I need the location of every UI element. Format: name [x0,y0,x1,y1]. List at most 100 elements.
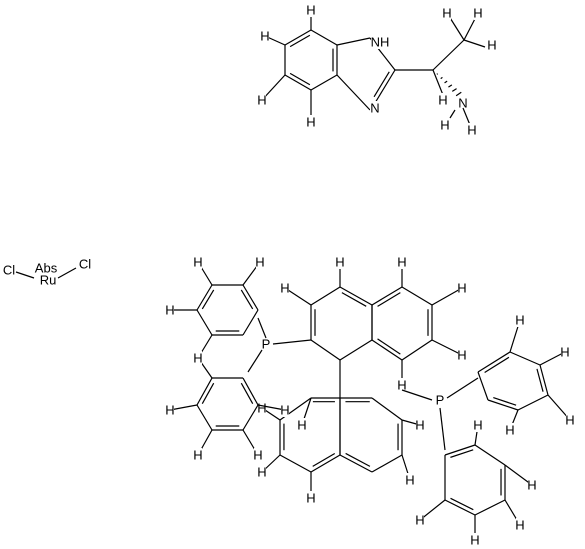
hydrogen-label: H [457,281,466,296]
hydrogen-label: H [505,423,514,438]
hydrogen-label-text: H [415,513,424,528]
hydrogen-bond [169,404,198,411]
hydrogen-label: H [515,518,524,533]
double-bond-line [289,72,311,86]
hydrogen-label-text: H [487,38,496,53]
ring-bond [517,394,549,411]
imidazole-n-label: N [370,101,380,116]
hydrogen-label: H [297,418,306,433]
ring-bond [401,339,433,361]
ring-bond [196,377,213,406]
hydrogen-label-text: H [193,255,202,270]
hydrogen-bond [504,464,533,486]
ring-bond [242,309,259,336]
double-bond-line [377,292,401,307]
hydrogen-label-text: H [457,281,466,296]
hydrogen-label: H [397,378,406,393]
double-bond-line [240,382,254,405]
hydrogen-label: H [335,255,344,270]
double-bond-line [341,292,367,307]
p-c-bond [257,317,267,339]
ring-bond [474,499,506,516]
hydrogen-label: H [193,448,202,463]
hydrogen-label: H [165,303,174,318]
p-c-bond [446,377,479,399]
phosphorus-label-right-text: P [436,393,445,408]
phosphorus-label-left-text: P [262,337,271,352]
ring-bond [339,454,373,473]
ring-bond [310,74,338,91]
hydrogen-bond [432,69,444,96]
chloride-label-left: Cl [2,263,16,278]
hydrogen-label: H [280,281,289,296]
ring-bond [336,74,371,111]
ring-bond [371,454,403,473]
stereo-hash [455,91,462,97]
ring-bond [196,284,213,311]
ring-bond [477,371,489,401]
double-bond-line [450,449,474,458]
ring-bond [336,37,371,46]
hydrogen-label-text: H [467,123,476,138]
phosphorus-label-left: P [261,337,271,352]
hydrogen-label-text: H [515,313,524,328]
ru-cl-bond [57,267,77,279]
ring-bond [339,339,373,361]
ring-bond [279,454,312,473]
hydrogen-bond [419,499,446,521]
ring-bond [310,339,341,361]
hydrogen-label: H [306,115,315,130]
double-bond-line [536,368,544,392]
stereo-hash [440,76,443,80]
hydrogen-bond [284,287,312,306]
hydrogen-label-text: H [473,6,482,21]
double-bond-line [289,34,311,48]
ring-bond [371,286,403,306]
hydrogen-label: H [306,3,315,18]
ring-bond [509,351,541,366]
hydrogen-label: H [457,348,466,363]
hydrogen-label-text: H [560,345,569,360]
chloride-label-left-text: Cl [3,263,15,278]
hydrogen-label: H [438,93,447,108]
hydrogen-bond [462,107,471,126]
double-bond-line [493,397,517,406]
hydrogen-label: H [415,513,424,528]
hydrogen-label-text: H [280,281,289,296]
hydrogen-label-text: H [165,403,174,418]
hydrogen-bond [431,339,463,356]
hydrogen-label-text: H [193,351,202,366]
ring-bond [284,29,312,46]
stereo-hash [451,88,457,92]
hydrogen-label: H [415,418,424,433]
p-c-bond [272,339,312,345]
double-bond-line [345,452,371,467]
ring-bond [444,444,476,456]
hydrogen-label-text: H [306,491,315,506]
hydrogen-label-text: H [405,473,414,488]
ring-bond [374,69,396,104]
imidazole-nh-label: NH [371,35,390,50]
ring-bond [284,74,312,91]
p-c-bond [401,389,433,401]
hydrogen-label: H [257,465,266,480]
hydrogen-label-text: H [473,418,482,433]
ring-bond [310,454,341,473]
double-bond-line [240,289,254,310]
ring-bond [242,404,259,431]
imidazole-n-label-text: N [370,101,379,116]
hydrogen-label: H [473,418,482,433]
hydrogen-label-text: H [260,29,269,44]
ring-bond [310,29,338,46]
hydrogen-label-text: H [527,478,536,493]
ring-bond [401,286,433,306]
hydrogen-label-text: H [565,413,574,428]
ring-bond [371,339,403,361]
hydrogen-label-text: H [255,255,264,270]
double-bond-line [484,356,510,373]
hydrogen-label: H [473,6,482,21]
hydrogen-label-text: H [297,418,306,433]
hydrogen-bond [257,404,286,411]
hydrogen-label: H [257,93,266,108]
